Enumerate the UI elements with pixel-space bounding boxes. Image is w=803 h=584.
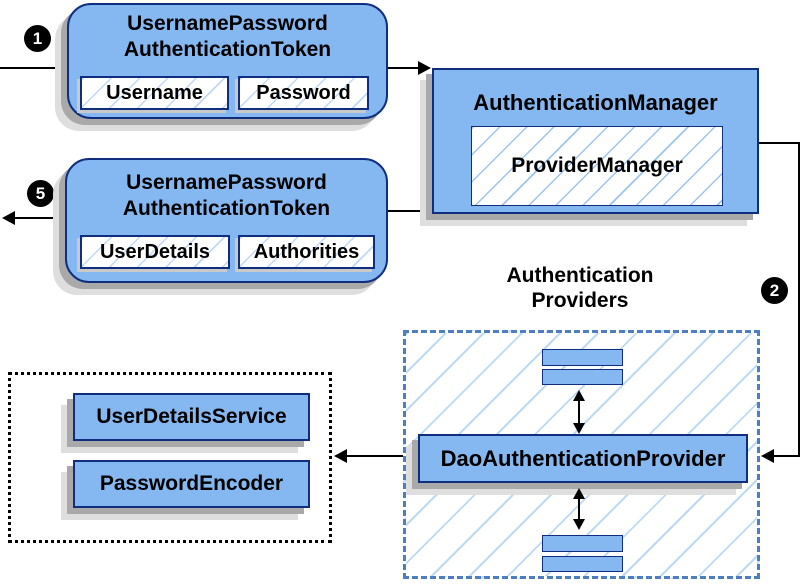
manager-to-response-line xyxy=(387,210,433,212)
manager-to-provider-line-top xyxy=(759,142,800,144)
request-token-title-line1: UsernamePassword xyxy=(127,12,328,35)
manager-to-provider-line-vertical xyxy=(798,142,800,457)
request-token-node: UsernamePassword AuthenticationToken Use… xyxy=(67,3,388,119)
step-1-number: 1 xyxy=(32,28,43,48)
authentication-manager-node: AuthenticationManager ProviderManager xyxy=(432,68,759,214)
authentication-manager-title: AuthenticationManager xyxy=(473,90,718,115)
provider-placeholder-bar xyxy=(542,349,623,366)
username-field-label: Username xyxy=(106,81,203,104)
authentication-providers-label-line1: Authentication xyxy=(506,264,654,287)
request-token-title: UsernamePassword AuthenticationToken xyxy=(69,11,386,63)
password-encoder-node: PasswordEncoder xyxy=(73,460,310,508)
provider-link-line-top xyxy=(578,400,580,424)
arrowhead-up-icon xyxy=(573,488,585,499)
response-token-title-line1: UsernamePassword xyxy=(126,171,327,194)
provider-to-services-line xyxy=(347,455,418,457)
dao-authentication-provider-node: DaoAuthenticationProvider xyxy=(418,434,748,483)
step-2-number: 2 xyxy=(769,280,780,300)
user-details-field: UserDetails xyxy=(80,235,230,269)
username-field: Username xyxy=(80,76,229,110)
arrowhead-right-icon xyxy=(418,61,431,75)
response-token-title-line2: AuthenticationToken xyxy=(122,197,331,220)
password-encoder-label: PasswordEncoder xyxy=(99,472,284,495)
step-2-badge: 2 xyxy=(761,277,788,304)
user-details-service-node: UserDetailsService xyxy=(73,393,310,441)
provider-placeholder-bar xyxy=(542,535,623,552)
user-details-field-label: UserDetails xyxy=(99,240,211,263)
user-details-service-label: UserDetailsService xyxy=(96,405,287,428)
manager-to-provider-line-bottom xyxy=(774,455,800,457)
token-to-manager-line xyxy=(388,67,419,69)
outgoing-response-line xyxy=(15,217,67,219)
request-token-title-line2: AuthenticationToken xyxy=(123,38,332,61)
arrowhead-left-icon xyxy=(334,449,347,463)
dao-authentication-provider-label: DaoAuthenticationProvider xyxy=(440,445,726,471)
authorities-field: Authorities xyxy=(238,235,375,269)
password-field: Password xyxy=(238,76,369,110)
arrowhead-down-icon xyxy=(573,519,585,530)
arrowhead-left-icon xyxy=(761,449,774,463)
provider-link-line-bottom xyxy=(578,498,580,520)
password-field-label: Password xyxy=(256,81,351,104)
authentication-providers-label: Authentication Providers xyxy=(455,263,705,313)
provider-manager-label: ProviderManager xyxy=(511,154,683,177)
step-5-badge: 5 xyxy=(27,180,54,207)
arrowhead-down-icon xyxy=(573,423,585,434)
step-5-number: 5 xyxy=(35,183,46,203)
incoming-request-line xyxy=(0,67,68,69)
arrowhead-up-icon xyxy=(573,390,585,401)
step-1-badge: 1 xyxy=(24,25,51,52)
response-token-title: UsernamePassword AuthenticationToken xyxy=(67,170,386,222)
authentication-providers-label-line2: Providers xyxy=(531,289,629,312)
authorities-field-label: Authorities xyxy=(253,240,360,263)
arrowhead-left-icon xyxy=(2,211,15,225)
provider-placeholder-bar xyxy=(542,556,623,572)
response-token-node: UsernamePassword AuthenticationToken Use… xyxy=(65,158,388,283)
provider-placeholder-bar xyxy=(542,369,623,385)
provider-manager-node: ProviderManager xyxy=(471,126,723,206)
